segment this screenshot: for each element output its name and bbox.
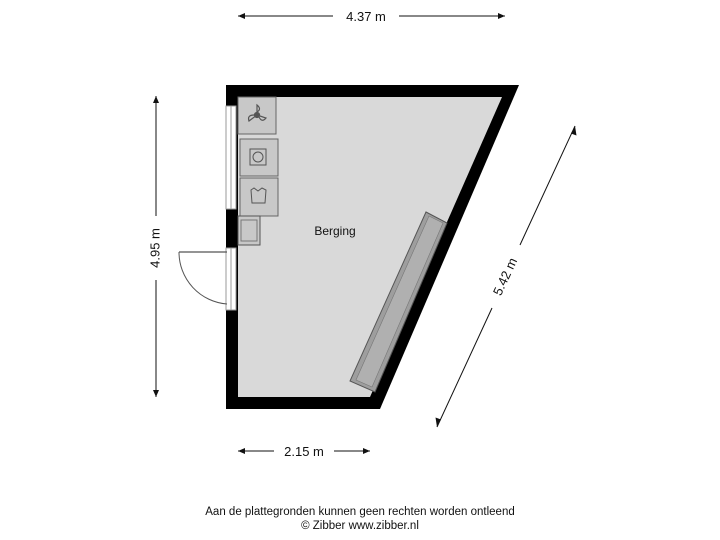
door-swing-arc <box>178 251 228 305</box>
dimension-diagonal-label: 5.42 m <box>490 255 520 297</box>
copyright-text: © Zibber www.zibber.nl <box>301 520 419 532</box>
sink <box>237 215 261 246</box>
disclaimer-text: Aan de plattegronden kunnen geen rechten… <box>205 506 515 518</box>
sink-icon <box>240 219 258 242</box>
dimension-bottom <box>238 448 370 454</box>
bench-shelf-top <box>355 215 444 388</box>
dimension-diagonal <box>435 125 577 428</box>
dimension-left-label: 4.95 m <box>147 228 162 268</box>
dimension-top-label: 4.37 m <box>346 9 386 24</box>
fan-icon <box>247 103 268 122</box>
dimension-bottom-label: 2.15 m <box>284 444 324 459</box>
dimension-top <box>238 13 505 19</box>
dryer <box>239 177 279 217</box>
dryer-icon <box>250 187 267 204</box>
room-label-berging: Berging <box>314 224 355 238</box>
washing-machine-icon <box>249 148 267 166</box>
dimension-left <box>153 96 159 397</box>
fan-box <box>237 96 277 135</box>
washing-machine <box>239 138 279 177</box>
room-floor <box>238 97 502 397</box>
